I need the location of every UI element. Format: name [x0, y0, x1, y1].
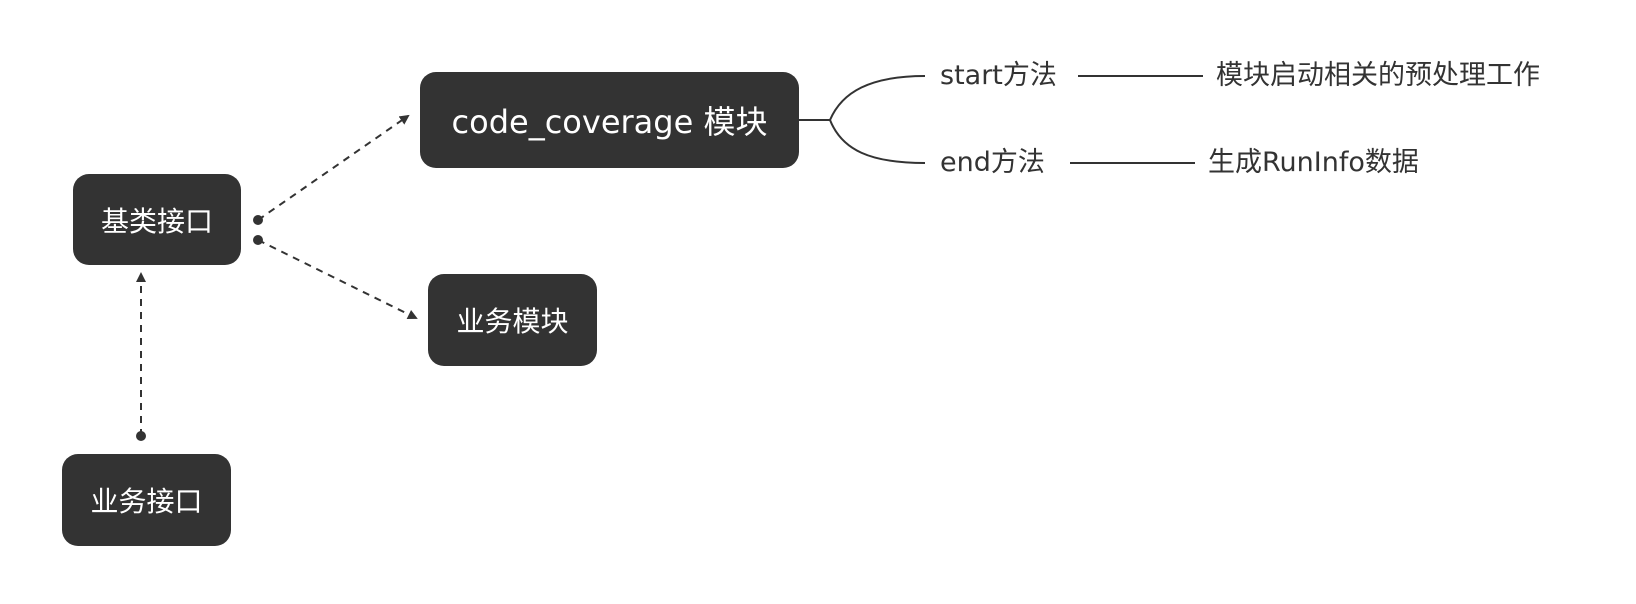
- base-interface-node: 基类接口: [73, 174, 241, 265]
- branch-curve-end: [829, 119, 926, 164]
- end-method-label: end方法: [940, 147, 1045, 178]
- business-module-label: 业务模块: [456, 305, 569, 338]
- end-method-description: 生成RunInfo数据: [1208, 147, 1419, 178]
- branch-curve-start: [799, 75, 926, 121]
- start-method-description: 模块启动相关的预处理工作: [1216, 60, 1540, 91]
- code-coverage-module-label: code_coverage 模块: [451, 103, 768, 141]
- business-module-node: 业务模块: [428, 274, 597, 366]
- base-interface-label: 基类接口: [100, 204, 213, 238]
- dashed-arrow-base-to-coverage: [257, 114, 410, 221]
- dashed-arrow-base-to-business-module: [257, 239, 418, 319]
- business-interface-label: 业务接口: [90, 485, 203, 518]
- business-interface-node: 业务接口: [62, 454, 231, 546]
- start-method-label: start方法: [940, 60, 1057, 91]
- code-coverage-module-node: code_coverage 模块: [420, 72, 799, 168]
